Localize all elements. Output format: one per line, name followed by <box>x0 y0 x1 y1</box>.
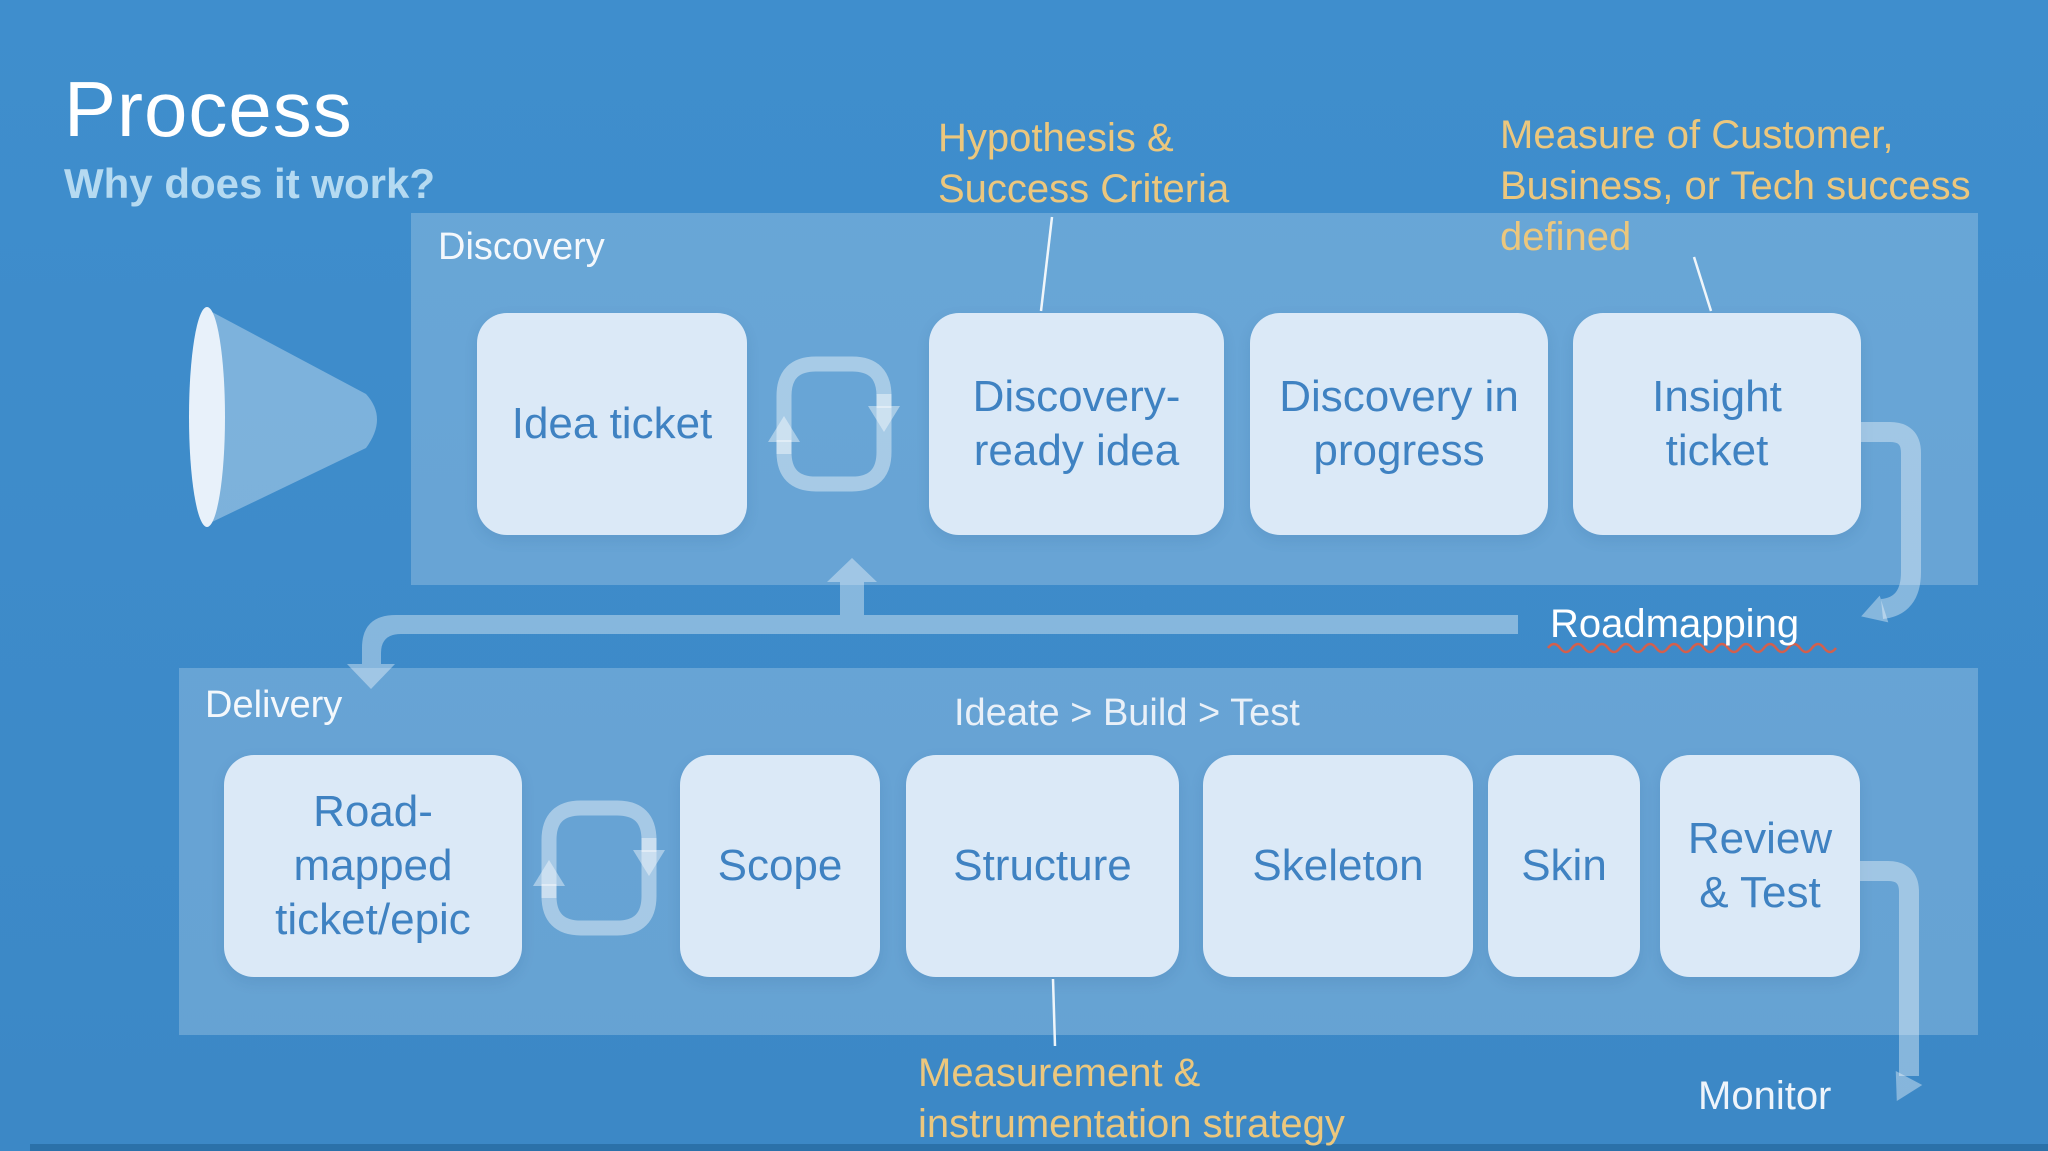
scope-box: Scope <box>680 755 880 977</box>
page-title: Process <box>64 65 353 153</box>
measurement-annotation: Measurement & instrumentation strategy <box>918 1051 1345 1147</box>
roadmapping-label: Roadmapping <box>1550 602 1800 646</box>
discovery-in-progress-box: Discovery in progress <box>1250 313 1548 535</box>
hypothesis-annotation: Hypothesis & Success Criteria <box>938 116 1230 212</box>
insight-ticket-label: Insight ticket <box>1652 372 1782 475</box>
review-test-label: Review & Test <box>1687 814 1833 917</box>
structure-box: Structure <box>906 755 1179 977</box>
delivery-section-label: Delivery <box>205 684 343 726</box>
discovery-ready-idea-box: Discovery- ready idea <box>929 313 1224 535</box>
roadmapped-ticket-box: Road- mapped ticket/epic <box>224 755 522 977</box>
measure-annotation: Measure of Customer, Business, or Tech s… <box>1500 113 1971 260</box>
skin-label: Skin <box>1521 841 1607 891</box>
discovery-in-progress-label: Discovery in progress <box>1279 372 1519 475</box>
scope-label: Scope <box>717 841 843 891</box>
roadmapped-ticket-label: Road- mapped ticket/epic <box>275 787 471 944</box>
page-subtitle: Why does it work? <box>64 160 436 207</box>
idea-ticket-box: Idea ticket <box>477 313 747 535</box>
discovery-section-label: Discovery <box>438 226 605 268</box>
bottom-accent-bar <box>30 1144 2048 1151</box>
idea-ticket-label: Idea ticket <box>511 399 713 449</box>
insight-ticket-box: Insight ticket <box>1573 313 1861 535</box>
skeleton-box: Skeleton <box>1203 755 1473 977</box>
review-test-box: Review & Test <box>1660 755 1860 977</box>
funnel-icon <box>189 307 377 527</box>
skeleton-label: Skeleton <box>1252 841 1424 891</box>
structure-label: Structure <box>953 841 1132 891</box>
ideate-build-test-heading: Ideate > Build > Test <box>954 692 1300 734</box>
discovery-ready-idea-label: Discovery- ready idea <box>972 372 1181 475</box>
skin-box: Skin <box>1488 755 1640 977</box>
monitor-label: Monitor <box>1698 1074 1832 1118</box>
